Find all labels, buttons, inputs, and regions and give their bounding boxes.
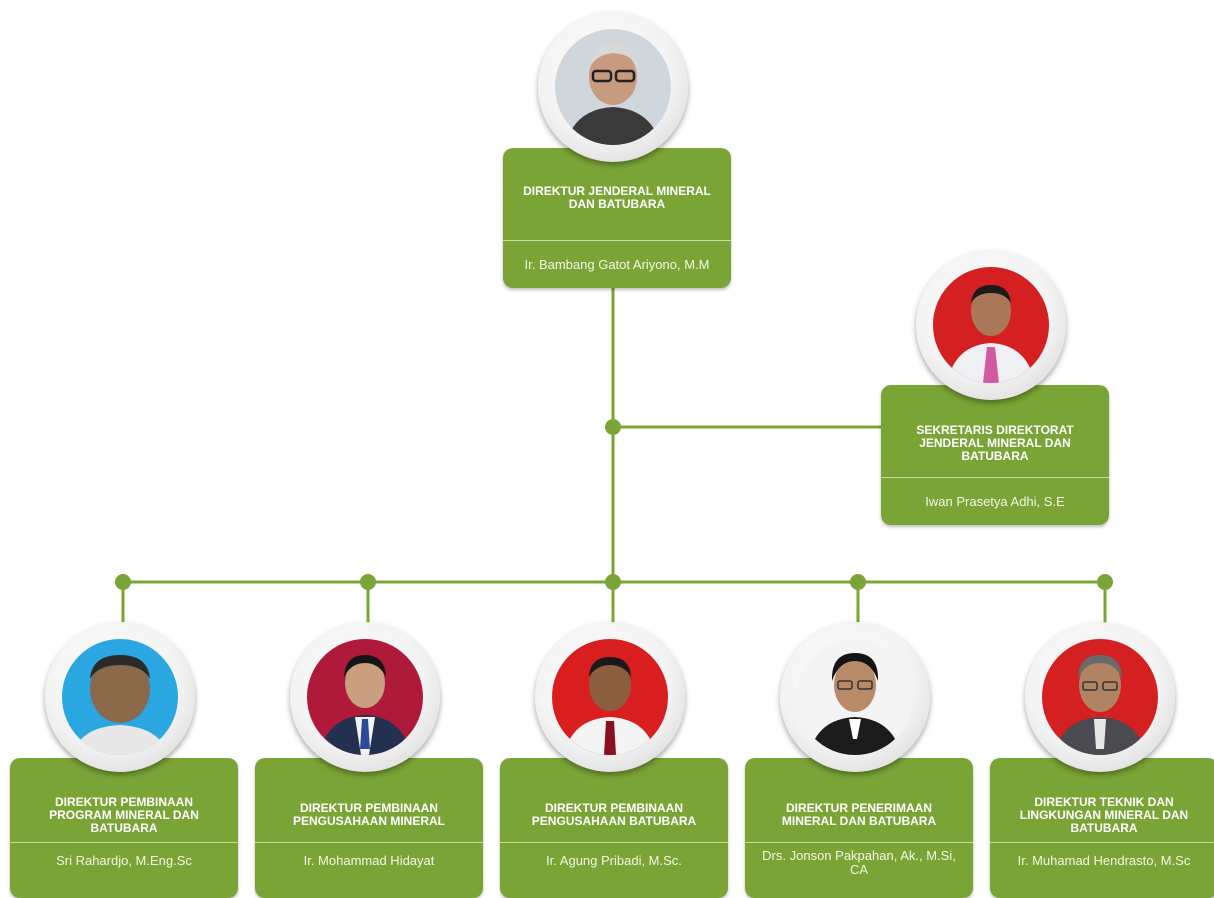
card-divider [503, 240, 731, 241]
card-divider [881, 477, 1109, 478]
card-divider [10, 842, 238, 843]
card-name: Ir. Mohammad Hidayat [303, 853, 435, 868]
portrait-photo-icon [565, 43, 661, 145]
card-director-2: DIREKTUR PEMBINAAN PENGUSAHAAN MINERAL I… [255, 758, 483, 898]
card-director-3: DIREKTUR PEMBINAAN PENGUSAHAAN BATUBARA … [500, 758, 728, 898]
card-title: DIREKTUR PEMBINAAN PROGRAM MINERAL DAN B… [49, 794, 199, 835]
card-title: DIREKTUR PEMBINAAN PENGUSAHAAN BATUBARA [531, 801, 697, 828]
portrait-photo-icon [947, 285, 1035, 383]
card-divider [745, 842, 973, 843]
portrait-photo-icon [1054, 655, 1146, 755]
card-name: Ir. Bambang Gatot Ariyono, M.M [524, 256, 710, 272]
photo-director-4 [780, 622, 930, 772]
card-name: Drs. Jonson Pakpahan, Ak., M.Si, CA [762, 848, 956, 877]
card-divider [990, 842, 1214, 843]
photo-secretary [916, 250, 1066, 400]
card-title: DIREKTUR JENDERAL MINERAL DAN BATUBARA [523, 184, 711, 211]
card-divider [255, 842, 483, 843]
card-director-general: DIREKTUR JENDERAL MINERAL DAN BATUBARA I… [503, 148, 731, 288]
photo-director-5 [1025, 622, 1175, 772]
card-secretary: SEKRETARIS DIREKTORAT JENDERAL MINERAL D… [881, 385, 1109, 525]
card-name: Ir. Muhamad Hendrasto, M.Sc [1017, 853, 1191, 868]
junction-dot [605, 574, 621, 590]
junction-dot [360, 574, 376, 590]
portrait-photo-icon [319, 655, 411, 755]
card-director-5: DIREKTUR TEKNIK DAN LINGKUNGAN MINERAL D… [990, 758, 1214, 898]
card-title: SEKRETARIS DIREKTORAT JENDERAL MINERAL D… [916, 422, 1074, 463]
card-title: DIREKTUR PEMBINAAN PENGUSAHAAN MINERAL [292, 801, 445, 828]
portrait-photo-icon [809, 653, 901, 755]
card-title: DIREKTUR PENERIMAAN MINERAL DAN BATUBARA [781, 801, 937, 828]
portrait-photo-icon [72, 655, 168, 755]
card-name: Sri Rahardjo, M.Eng.Sc [56, 853, 192, 868]
photo-director-3 [535, 622, 685, 772]
junction-dot [605, 419, 621, 435]
junction-dot [1097, 574, 1113, 590]
card-name: Ir. Agung Pribadi, M.Sc. [546, 853, 682, 868]
photo-director-general [538, 12, 688, 162]
junction-dot [850, 574, 866, 590]
card-divider [500, 842, 728, 843]
card-director-1: DIREKTUR PEMBINAAN PROGRAM MINERAL DAN B… [10, 758, 238, 898]
card-name: Iwan Prasetya Adhi, S.E [925, 493, 1065, 509]
portrait-photo-icon [564, 657, 656, 755]
junction-dot [115, 574, 131, 590]
photo-director-2 [290, 622, 440, 772]
card-director-4: DIREKTUR PENERIMAAN MINERAL DAN BATUBARA… [745, 758, 973, 898]
card-title: DIREKTUR TEKNIK DAN LINGKUNGAN MINERAL D… [1019, 794, 1189, 835]
photo-director-1 [45, 622, 195, 772]
